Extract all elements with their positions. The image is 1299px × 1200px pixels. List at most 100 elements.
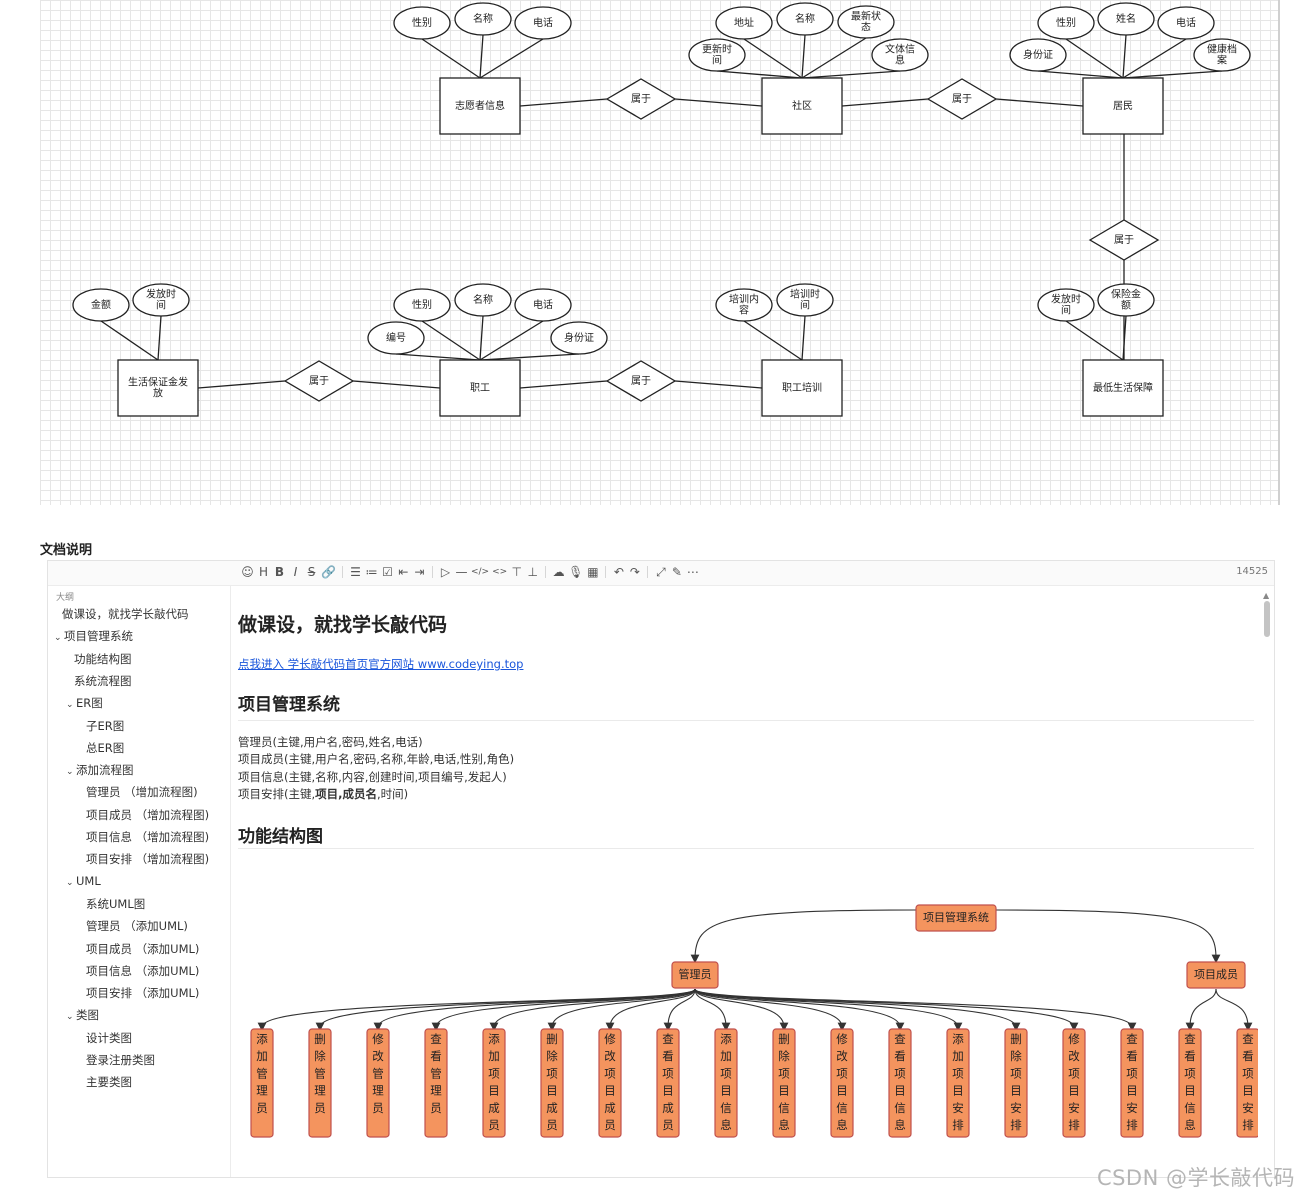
redo-icon[interactable]: ↷ — [629, 565, 640, 579]
emoji-icon[interactable]: ☺ — [241, 565, 254, 579]
ordered-list-icon[interactable]: ≔ — [365, 565, 378, 579]
outline-item[interactable]: 项目信息 （增加流程图) — [86, 829, 209, 845]
outdent-icon[interactable]: ⇤ — [398, 565, 409, 579]
outline-item[interactable]: 系统UML图 — [86, 896, 145, 912]
er-entity-label: 职工培训 — [782, 381, 822, 394]
tree-edge — [315, 988, 696, 1032]
outline-item[interactable]: 管理员 （添加UML) — [86, 918, 188, 934]
er-attribute-label: 培训内容 — [729, 293, 759, 317]
outline-item[interactable]: ⌄UML — [66, 874, 101, 888]
homepage-link[interactable]: 点我进入 学长敲代码首页官方网站 www.codeying.top — [238, 657, 524, 671]
er-attribute-ellipse — [1037, 6, 1095, 40]
outline-item[interactable]: 项目安排 （添加UML) — [86, 985, 199, 1001]
er-attribute-label: 性别 — [412, 16, 432, 29]
outline-item[interactable]: ⌄添加流程图 — [66, 762, 134, 778]
scroll-up-icon[interactable]: ▲ — [1263, 591, 1270, 600]
undo-icon[interactable]: ↶ — [613, 565, 624, 579]
tree-root-node-label: 项目管理系统 — [923, 910, 989, 924]
table-icon[interactable]: ▦ — [587, 565, 599, 579]
er-relation-label: 属于 — [309, 375, 329, 387]
outline-item[interactable]: 登录注册类图 — [86, 1052, 155, 1068]
tree-edge — [694, 988, 963, 1032]
outline-item-label: 功能结构图 — [74, 651, 132, 666]
outline-item[interactable]: 子ER图 — [86, 718, 124, 734]
editor-scrollbar[interactable]: ▲ — [1263, 591, 1270, 1171]
er-attribute-label: 性别 — [412, 298, 432, 311]
outline-item[interactable]: 设计类图 — [86, 1030, 132, 1046]
link-icon[interactable]: 🔗 — [321, 565, 336, 579]
doc-section-heading: 文档说明 — [40, 543, 93, 558]
er-entity-label: 最低生活保障 — [1093, 381, 1153, 394]
outline-item[interactable]: 做课设，就找学长敲代码 — [62, 606, 189, 622]
er-connector — [479, 353, 580, 361]
chevron-down-icon[interactable]: ⌄ — [66, 767, 74, 778]
section-heading-system: 项目管理系统 — [238, 695, 340, 715]
chevron-down-icon[interactable]: ⌄ — [66, 1012, 74, 1023]
er-entity-subsidy — [117, 359, 199, 417]
more-icon[interactable]: ⋯ — [686, 565, 699, 579]
inline-code-icon[interactable]: <> — [492, 567, 508, 577]
chevron-down-icon[interactable]: ⌄ — [54, 633, 62, 644]
quote-icon[interactable]: ▷ — [440, 565, 451, 579]
record-icon[interactable]: 🎙 — [568, 565, 584, 579]
outline-item[interactable]: 项目成员 （添加UML) — [86, 941, 199, 957]
italic-icon[interactable]: I — [293, 565, 298, 579]
outline-item-label: 项目成员 （增加流程图) — [86, 807, 210, 822]
outline-item[interactable]: 项目安排 （增加流程图) — [86, 851, 209, 867]
insert-after-icon[interactable]: ⊥ — [527, 565, 538, 579]
er-connector — [395, 353, 481, 361]
upload-icon[interactable]: ☁ — [552, 565, 565, 579]
edit-mode-icon[interactable]: ✎ — [671, 565, 682, 579]
er-entity-label: 社区 — [792, 99, 812, 112]
strike-icon[interactable]: S — [307, 565, 316, 579]
tree-leaf-node-label: 查看管理员 — [430, 1032, 442, 1115]
er-attribute-label: 保险金额 — [1111, 288, 1141, 312]
chevron-down-icon[interactable]: ⌄ — [66, 877, 74, 888]
er-attribute-ellipse — [871, 38, 929, 72]
tree-edge — [1185, 988, 1217, 1032]
list-icon[interactable]: ☰ — [350, 565, 361, 579]
outline-item[interactable]: 系统流程图 — [74, 673, 132, 689]
er-connector — [716, 70, 803, 79]
outline-item-label: ER图 — [76, 696, 103, 711]
outline-item[interactable]: ⌄项目管理系统 — [54, 628, 133, 644]
outline-item[interactable]: 总ER图 — [86, 740, 124, 756]
er-diagram: 属于属于属于属于属于志愿者信息社区居民生活保证金发放职工职工培训最低生活保障性别… — [72, 2, 1251, 417]
tree-leaf-node — [1004, 1028, 1028, 1138]
er-connector — [1122, 34, 1127, 79]
outline-item[interactable]: ⌄类图 — [66, 1007, 99, 1023]
er-relation-label: 属于 — [631, 93, 651, 105]
er-attribute-label: 文体信息 — [885, 43, 915, 67]
er-attribute-ellipse — [132, 283, 190, 317]
fullscreen-icon[interactable]: ⤢ — [656, 565, 666, 579]
scrollbar-thumb[interactable] — [1264, 601, 1270, 637]
bold-icon[interactable]: B — [274, 565, 285, 579]
outline-item[interactable]: ⌄ER图 — [66, 695, 103, 711]
tree-edge — [431, 988, 696, 1032]
toolbar-separator — [545, 566, 547, 578]
code-icon[interactable]: </> — [470, 567, 490, 577]
checklist-icon[interactable]: ☑ — [382, 565, 393, 579]
er-connector — [801, 70, 901, 79]
chevron-down-icon[interactable]: ⌄ — [66, 700, 74, 711]
outline-item[interactable]: 管理员 （增加流程图) — [86, 784, 198, 800]
outline-item[interactable]: 功能结构图 — [74, 651, 132, 667]
insert-before-icon[interactable]: ⊤ — [511, 565, 522, 579]
outline-item[interactable]: 主要类图 — [86, 1074, 132, 1090]
outline-item-label: 项目管理系统 — [64, 629, 133, 644]
indent-icon[interactable]: ⇥ — [414, 565, 425, 579]
outline-title: 大纲 — [56, 593, 75, 603]
er-attribute-label: 名称 — [473, 12, 493, 25]
er-connector — [479, 315, 484, 361]
outline-item[interactable]: 项目成员 （增加流程图) — [86, 807, 209, 823]
tree-leaf-node — [772, 1028, 796, 1138]
er-connector — [1065, 38, 1124, 79]
editor-content[interactable]: 做课设，就找学长敲代码 点我进入 学长敲代码首页官方网站 www.codeyin… — [238, 586, 1258, 1177]
er-attribute-ellipse — [1157, 6, 1215, 40]
line-icon[interactable]: — — [455, 565, 468, 579]
heading-icon[interactable]: H — [258, 565, 269, 579]
outline-item-label: 项目安排 （增加流程图) — [86, 852, 210, 867]
outline-item-label: 添加流程图 — [76, 763, 134, 778]
outline-item[interactable]: 项目信息 （添加UML) — [86, 963, 199, 979]
